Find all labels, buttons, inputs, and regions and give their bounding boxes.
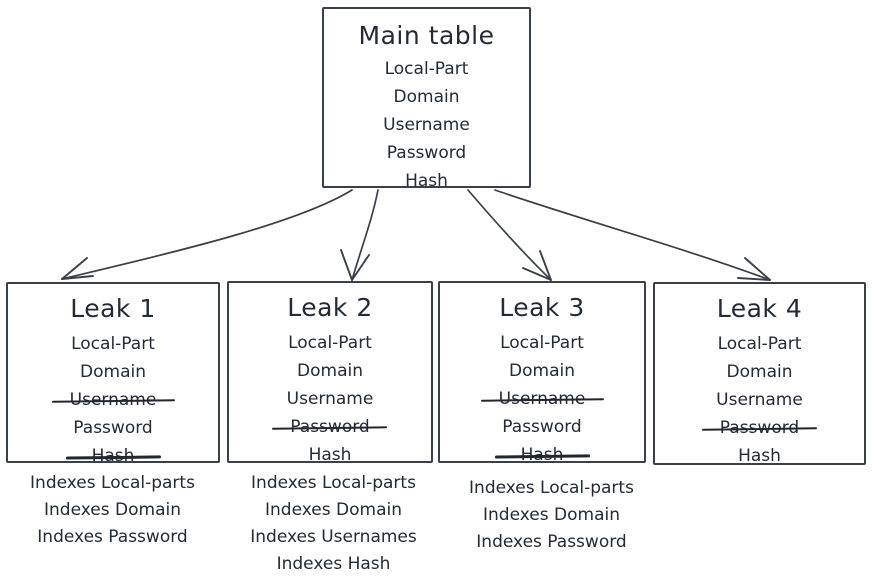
leak-4-field: Password xyxy=(720,414,799,442)
main-table-field: Local-Part xyxy=(384,58,469,79)
main-table-field: Domain xyxy=(393,86,460,107)
arrow-main-to-leak-1-line xyxy=(61,189,353,280)
leak-1-field: Password xyxy=(73,417,153,438)
leak-1-field: Local-Part xyxy=(71,333,155,354)
leak-4-field: Hash xyxy=(738,445,781,466)
leak-4-field: Local-Part xyxy=(717,333,802,354)
caption-line: Indexes Local-parts xyxy=(30,473,195,493)
leak-2-field-list: Local-Part Domain Username Password Hash xyxy=(229,329,431,469)
leak-3-field: Hash xyxy=(521,441,564,469)
caption-line: Indexes Domain xyxy=(44,500,181,520)
leak-4-title: Leak 4 xyxy=(716,294,803,323)
caption-line: Indexes Hash xyxy=(276,554,391,574)
main-table-box[interactable]: Main table Local-Part Domain Username Pa… xyxy=(322,7,531,191)
leak-4-field: Domain xyxy=(726,361,793,382)
leak-2-field: Domain xyxy=(297,360,363,381)
leak-1-title: Leak 1 xyxy=(70,294,156,323)
leak-2-field: Username xyxy=(286,388,374,409)
caption-line: Indexes Local-parts xyxy=(469,478,634,498)
leak-4-field-list: Local-Part Domain Username Password Hash xyxy=(655,330,864,470)
caption-line: Indexes Local-parts xyxy=(251,473,416,493)
leak-3-caption: Indexes Local-parts Indexes Domain Index… xyxy=(449,475,654,556)
main-table-field-list: Local-Part Domain Username Password Hash xyxy=(324,55,529,195)
leak-3-title: Leak 3 xyxy=(499,293,585,322)
caption-line: Indexes Domain xyxy=(265,500,402,520)
caption-line: Indexes Usernames xyxy=(250,527,417,547)
caption-line: Indexes Domain xyxy=(483,505,620,525)
main-table-title: Main table xyxy=(358,21,495,50)
leak-4-box[interactable]: Leak 4 Local-Part Domain Username Passwo… xyxy=(653,282,866,466)
leak-3-field-list: Local-Part Domain Username Password Hash xyxy=(440,329,644,469)
arrow-main-to-leak-3-line xyxy=(467,189,552,281)
main-table-field: Hash xyxy=(405,170,448,191)
leak-1-field-list: Local-Part Domain Username Password Hash xyxy=(8,330,218,470)
leak-1-field: Hash xyxy=(92,442,135,470)
leak-3-field: Local-Part xyxy=(500,332,584,353)
arrow-main-to-leak-2-line xyxy=(351,189,379,281)
caption-line: Indexes Password xyxy=(37,527,188,547)
leak-2-title: Leak 2 xyxy=(287,293,373,322)
caption-line: Indexes Password xyxy=(476,532,627,552)
leak-3-field: Username xyxy=(499,385,586,413)
leak-2-field: Hash xyxy=(308,444,352,465)
leak-4-field: Username xyxy=(716,389,803,410)
leak-1-caption: Indexes Local-parts Indexes Domain Index… xyxy=(5,470,220,551)
leak-2-field: Local-Part xyxy=(288,332,372,353)
main-table-field: Username xyxy=(383,114,470,135)
leak-1-field: Domain xyxy=(80,361,146,382)
leak-2-field: Password xyxy=(290,413,369,441)
leak-2-box[interactable]: Leak 2 Local-Part Domain Username Passwo… xyxy=(227,281,433,465)
leak-3-field: Password xyxy=(502,416,582,437)
leak-3-box[interactable]: Leak 3 Local-Part Domain Username Passwo… xyxy=(438,281,646,465)
leak-2-caption: Indexes Local-parts Indexes Domain Index… xyxy=(228,470,439,578)
main-table-field: Password xyxy=(386,142,467,163)
leak-1-field: Username xyxy=(70,386,157,414)
leak-1-box[interactable]: Leak 1 Local-Part Domain Username Passwo… xyxy=(6,282,220,466)
leak-3-field: Domain xyxy=(509,360,575,381)
arrow-main-to-leak-4-line xyxy=(494,189,771,281)
